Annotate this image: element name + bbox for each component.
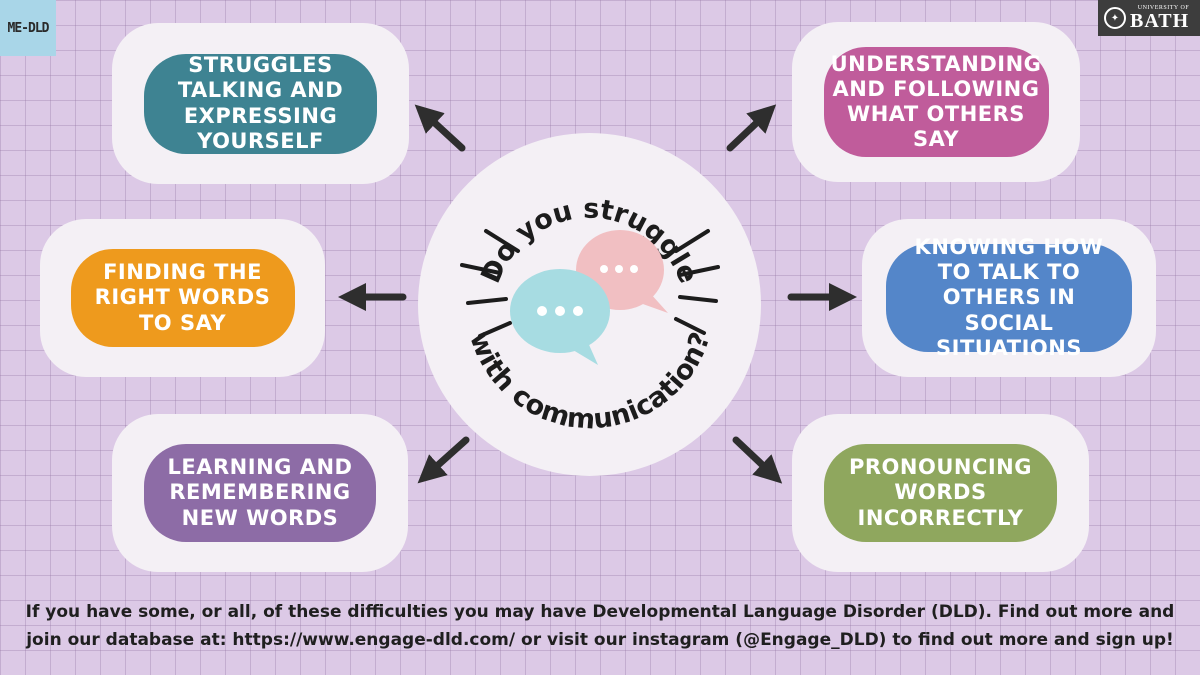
university-of-bath-logo: ✦ UNIVERSITY OF BATH bbox=[1098, 0, 1200, 36]
speech-bubble-icon bbox=[510, 269, 610, 365]
arrow-icon bbox=[726, 104, 777, 152]
pill-label: FINDING THE RIGHT WORDS TO SAY bbox=[94, 260, 271, 335]
pill-learning-remembering: LEARNING AND REMEMBERING NEW WORDS bbox=[144, 444, 376, 542]
card-finding-words: FINDING THE RIGHT WORDS TO SAY bbox=[40, 219, 325, 377]
logo-big-text: BATH bbox=[1130, 10, 1190, 32]
pill-understanding-following: UNDERSTANDING AND FOLLOWING WHAT OTHERS … bbox=[823, 47, 1049, 157]
card-pronouncing: PRONOUNCING WORDS INCORRECTLY bbox=[792, 414, 1089, 572]
card-talking-expressing: STRUGGLES TALKING AND EXPRESSING YOURSEL… bbox=[112, 23, 409, 184]
card-learning-remembering: LEARNING AND REMEMBERING NEW WORDS bbox=[112, 414, 408, 572]
emphasis-strokes bbox=[460, 229, 720, 338]
pill-label: PRONOUNCING WORDS INCORRECTLY bbox=[848, 455, 1032, 530]
me-dld-logo: ME-DLD bbox=[0, 0, 56, 56]
pill-label: KNOWING HOW TO TALK TO OTHERS IN SOCIAL … bbox=[914, 235, 1104, 360]
pill-pronouncing: PRONOUNCING WORDS INCORRECTLY bbox=[824, 444, 1057, 542]
footer-text: If you have some, or all, of these diffi… bbox=[0, 598, 1200, 654]
pill-social-situations: KNOWING HOW TO TALK TO OTHERS IN SOCIAL … bbox=[886, 235, 1132, 360]
pill-talking-expressing: STRUGGLES TALKING AND EXPRESSING YOURSEL… bbox=[144, 53, 377, 154]
footer-line-1: If you have some, or all, of these diffi… bbox=[25, 602, 1175, 622]
me-dld-logo-text: ME-DLD bbox=[7, 20, 50, 36]
pill-label: STRUGGLES TALKING AND EXPRESSING YOURSEL… bbox=[177, 53, 344, 153]
card-understanding-following: UNDERSTANDING AND FOLLOWING WHAT OTHERS … bbox=[792, 22, 1080, 182]
pill-finding-words: FINDING THE RIGHT WORDS TO SAY bbox=[70, 249, 295, 347]
university-seal-icon: ✦ bbox=[1104, 7, 1126, 29]
arrow-icon bbox=[732, 436, 783, 484]
arrow-icon bbox=[417, 436, 470, 484]
center-graphic: Do you struggle with communication? bbox=[460, 194, 720, 436]
footer-line-2: join our database at: https://www.engage… bbox=[26, 630, 1174, 650]
pill-label: LEARNING AND REMEMBERING NEW WORDS bbox=[167, 455, 353, 530]
pill-label: UNDERSTANDING AND FOLLOWING WHAT OTHERS … bbox=[830, 51, 1042, 152]
arrow-icon bbox=[414, 104, 466, 152]
logo-small-text: UNIVERSITY OF bbox=[1137, 5, 1190, 11]
card-social-situations: KNOWING HOW TO TALK TO OTHERS IN SOCIAL … bbox=[862, 219, 1156, 377]
